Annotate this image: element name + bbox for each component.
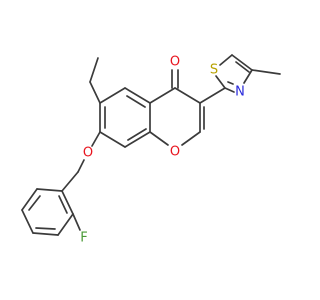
bond	[61, 171, 79, 192]
bond	[215, 75, 226, 89]
bond	[251, 69, 281, 75]
bond	[126, 95, 146, 108]
bond	[35, 227, 56, 230]
bond	[89, 81, 101, 104]
atom-label-sulfur: S	[210, 63, 218, 78]
molecule-structure: O O O S N F	[21, 54, 281, 246]
bond	[124, 131, 151, 148]
bond	[72, 213, 81, 231]
bond	[199, 87, 226, 104]
bond	[21, 188, 38, 211]
bond	[227, 81, 234, 85]
bond	[21, 209, 34, 234]
bond	[61, 190, 74, 215]
atom-label-carbonyl-oxygen: O	[170, 55, 180, 70]
atom-label-ring-oxygen: O	[170, 145, 180, 160]
bond	[91, 131, 101, 147]
bond	[36, 188, 63, 192]
bond	[149, 87, 176, 104]
bond	[149, 131, 169, 146]
bond	[174, 87, 201, 104]
bond	[224, 87, 235, 93]
bond	[124, 87, 151, 104]
bond	[58, 195, 68, 214]
bond	[99, 131, 126, 148]
atom-label-fluorine: F	[80, 231, 87, 246]
atom-label-ether-oxygen: O	[83, 146, 93, 161]
bond	[243, 69, 253, 84]
bond	[99, 87, 126, 104]
bond	[219, 54, 233, 66]
bond	[231, 54, 253, 71]
bond	[32, 232, 59, 236]
bond	[28, 195, 41, 211]
bond	[77, 159, 85, 173]
bond	[235, 61, 250, 73]
bond	[181, 131, 201, 146]
bond	[127, 128, 147, 141]
atom-labels: O O O S N F	[80, 55, 245, 246]
bonds	[21, 54, 281, 236]
atom-label-nitrogen: N	[235, 85, 245, 100]
bond	[57, 213, 74, 236]
bond	[89, 57, 99, 83]
